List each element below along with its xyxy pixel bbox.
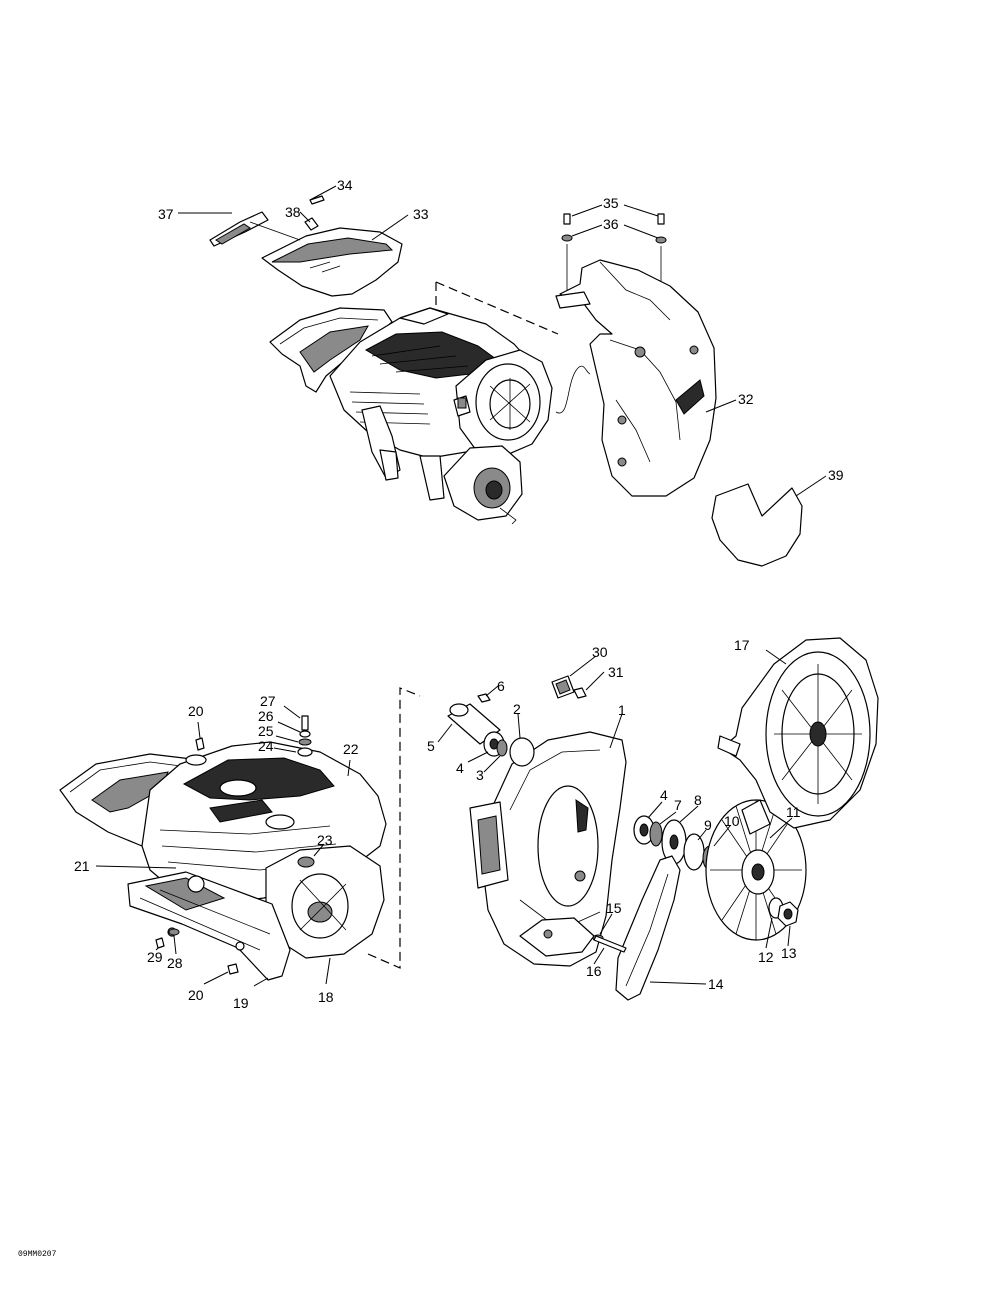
callout-38: 38 [285,204,301,220]
callout-1: 1 [618,702,626,718]
callout-36: 36 [603,216,619,232]
callout-4a: 4 [456,760,464,776]
clip-part-38 [304,217,319,231]
washer-part-36 [561,234,667,244]
bracket-part-37 [209,211,269,247]
seal-part-3 [496,739,508,757]
washer-part-25 [298,738,312,746]
callout-6: 6 [497,678,505,694]
callout-3: 3 [476,767,484,783]
engine-block-top [269,307,553,525]
fan-cover-part-17 [717,637,879,835]
callout-15: 15 [606,900,622,916]
key-part-6 [477,693,491,703]
callout-37: 37 [158,206,174,222]
callout-13: 13 [781,945,797,961]
callout-labels: 37 34 38 33 35 36 32 39 17 30 31 6 2 1 5… [74,177,844,1011]
spacer-part-7 [649,821,663,847]
callout-4b: 4 [660,787,668,803]
stud-part-27 [301,715,309,731]
washer-part-26 [299,730,311,738]
bottom-right-assembly [437,637,879,1001]
screw-part-34 [309,195,325,205]
callout-22: 22 [343,741,359,757]
ring-part-2 [509,737,535,767]
cover-plate-part-33 [249,221,403,297]
mounting-plate-part-19 [127,871,291,981]
pulley-part-8 [661,819,687,865]
gasket-part-39 [711,483,803,567]
callout-14: 14 [708,976,724,992]
fan-housing-part-1 [469,731,627,967]
callout-35: 35 [603,195,619,211]
pulley-half-part-9 [683,833,705,871]
callout-31: 31 [608,664,624,680]
washer-part-28 [168,928,180,936]
callout-17: 17 [734,637,750,653]
fan-shroud-part-32 [555,259,717,497]
callout-19: 19 [233,995,249,1011]
callout-9: 9 [704,817,712,833]
callout-21: 21 [74,858,90,874]
bolt-part-16 [593,935,627,953]
callout-8: 8 [694,792,702,808]
screw-part-20 [195,737,239,975]
bottom-left-assembly [59,687,421,987]
callout-30: 30 [592,644,608,660]
top-assembly [178,185,827,567]
bearing-part-4b [633,815,655,845]
callout-20a: 20 [188,703,204,719]
callout-10: 10 [724,813,740,829]
grommet-part-24 [297,747,313,757]
screw-part-35 [563,213,665,225]
callout-20b: 20 [188,987,204,1003]
grommet-part-23 [297,856,315,868]
nut-part-13 [777,901,799,927]
callout-5: 5 [427,738,435,754]
bracket-part-30 [551,675,575,699]
callout-23: 23 [317,832,333,848]
callout-32: 32 [738,391,754,407]
callout-25: 25 [258,723,274,739]
callout-28: 28 [167,955,183,971]
screw-part-29 [155,937,165,949]
callout-2: 2 [513,701,521,717]
callout-33: 33 [413,206,429,222]
figure-code: 09MM0207 [18,1250,57,1259]
shaft-part-5 [447,703,501,745]
callout-24: 24 [258,738,274,754]
belt-part-14 [615,855,681,1001]
callout-29: 29 [147,949,163,965]
callout-39: 39 [828,467,844,483]
callout-26: 26 [258,708,274,724]
callout-27: 27 [260,693,276,709]
callout-34: 34 [337,177,353,193]
callout-11: 11 [786,804,801,820]
callout-12: 12 [758,949,774,965]
callout-7: 7 [674,797,682,813]
callout-16: 16 [586,963,602,979]
callout-18: 18 [318,989,334,1005]
engine-block-bottom [141,741,387,959]
screw-part-31 [573,687,587,699]
